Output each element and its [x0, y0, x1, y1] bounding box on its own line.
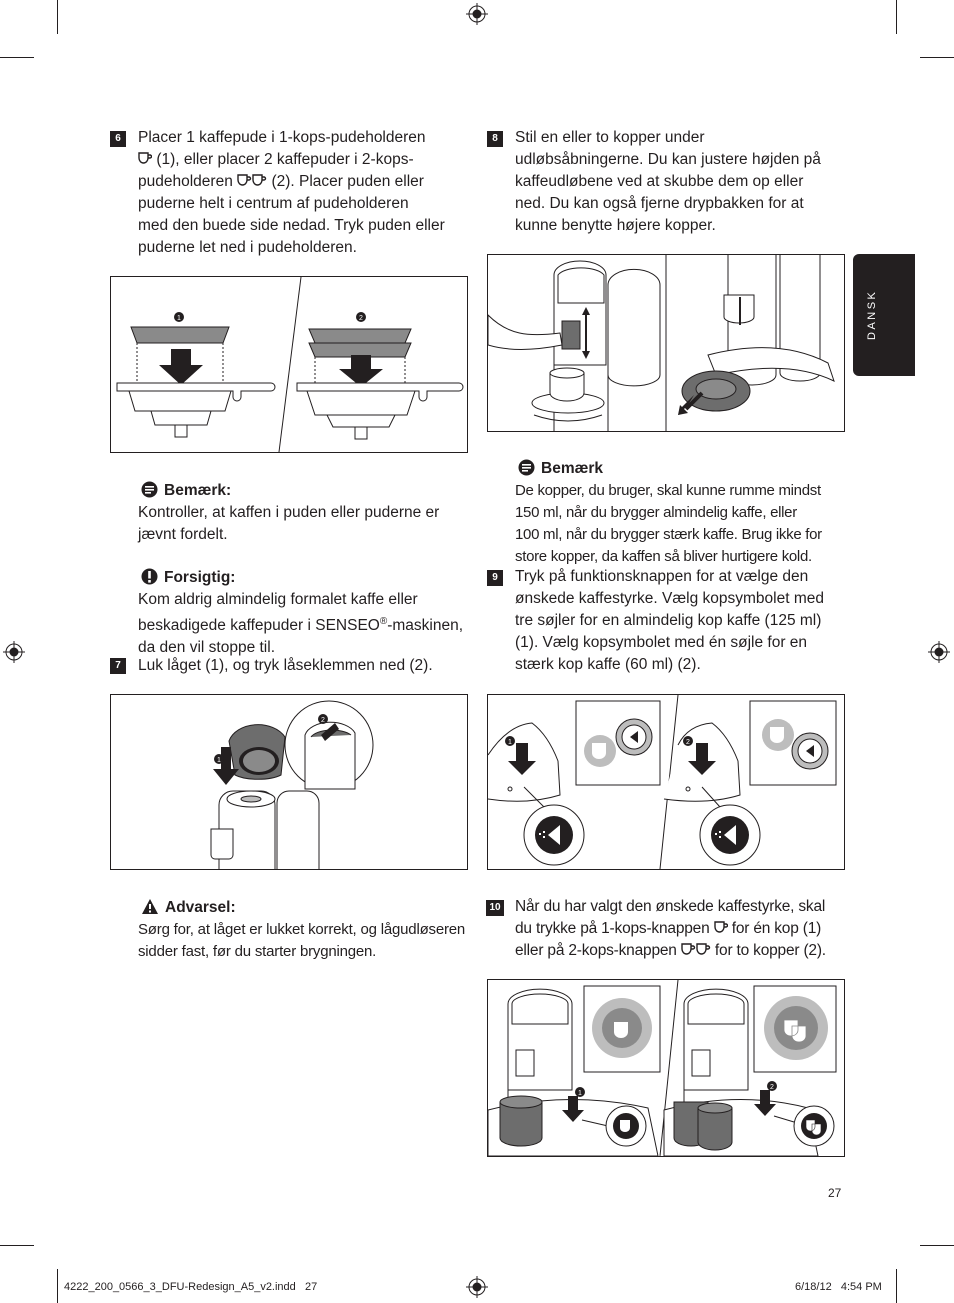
callout-2: 2	[770, 1084, 774, 1091]
two-cup-icon	[681, 943, 710, 955]
figure-strength-selection: 1 2	[487, 694, 845, 870]
callout-2: 2	[686, 739, 690, 746]
callout-1: 1	[177, 315, 181, 322]
step-9-text: Tryk på funktionsknappen for at vælge de…	[515, 568, 824, 673]
caution-heading: Forsigtig:	[141, 567, 235, 589]
language-tab: DANSK	[853, 254, 915, 376]
figure-close-lid: 1 2	[110, 694, 468, 870]
registration-mark-icon	[928, 641, 950, 663]
crop-mark	[57, 0, 58, 34]
note-icon	[141, 481, 158, 498]
caution-text: Kom aldrig almindelig formalet kaffe ell…	[138, 591, 464, 657]
pod-holder-illustration: 1 2	[116, 277, 464, 452]
one-cup-icon	[138, 152, 153, 164]
step-number: 8	[487, 131, 503, 147]
one-cup-icon	[713, 921, 728, 933]
crop-mark	[896, 1269, 897, 1303]
callout-2: 2	[321, 717, 325, 724]
language-tab-label: DANSK	[866, 289, 878, 340]
footer-date: 6/18/12 4:54 PM	[795, 1281, 882, 1293]
callout-1: 1	[508, 739, 512, 746]
warning-heading: Advarsel:	[141, 897, 236, 919]
figure-pod-holders: 1 2	[110, 276, 468, 453]
step-7-text: Luk låget (1), og tryk låseklemmen ned (…	[138, 657, 433, 674]
callout-2: 2	[359, 315, 363, 322]
page-number: 27	[828, 1186, 842, 1200]
note-2-text: De kopper, du bruger, skal kunne rumme m…	[515, 482, 822, 565]
note-heading: Bemærk	[518, 458, 603, 480]
callout-1: 1	[578, 1090, 582, 1097]
registration-mark-icon	[466, 1276, 488, 1298]
close-lid-illustration: 1 2	[210, 700, 374, 869]
figure-brew-buttons: 1 2	[487, 979, 845, 1157]
step-6-text: Placer 1 kaffepude i 1-kops-pudeholderen…	[138, 129, 445, 256]
note-heading: Bemærk:	[141, 480, 231, 502]
registration-mark-icon	[466, 3, 488, 25]
figure-cups-and-drip-tray	[487, 254, 845, 432]
crop-mark	[0, 57, 34, 58]
step-number: 9	[487, 570, 503, 586]
brew-buttons-illustration: 1 2	[488, 980, 837, 1156]
crop-mark	[57, 1269, 58, 1303]
warning-icon	[142, 899, 158, 914]
crop-mark	[0, 1245, 34, 1246]
caution-icon	[141, 568, 158, 585]
cups-drip-tray-illustration	[488, 255, 835, 431]
registration-mark-icon	[3, 641, 25, 663]
note-1-text: Kontroller, at kaffen i puden eller pude…	[138, 504, 440, 543]
step-number: 7	[110, 658, 126, 674]
step-8-text: Stil en eller to kopper under udløbsåbni…	[515, 129, 821, 234]
crop-mark	[896, 0, 897, 34]
footer-file: 4222_200_0566_3_DFU-Redesign_A5_v2.indd …	[64, 1281, 318, 1293]
step-10-text: Når du har valgt den ønskede kaffestyrke…	[515, 898, 826, 959]
two-cup-icon	[237, 174, 267, 186]
crop-mark	[920, 1245, 954, 1246]
strength-selection-illustration: 1 2	[488, 695, 837, 869]
crop-mark	[920, 57, 954, 58]
step-number: 10	[486, 900, 504, 916]
step-number: 6	[110, 131, 126, 147]
note-icon	[518, 459, 535, 476]
callout-1: 1	[217, 757, 221, 764]
warning-text: Sørg for, at låget er lukket korrekt, og…	[138, 921, 466, 960]
